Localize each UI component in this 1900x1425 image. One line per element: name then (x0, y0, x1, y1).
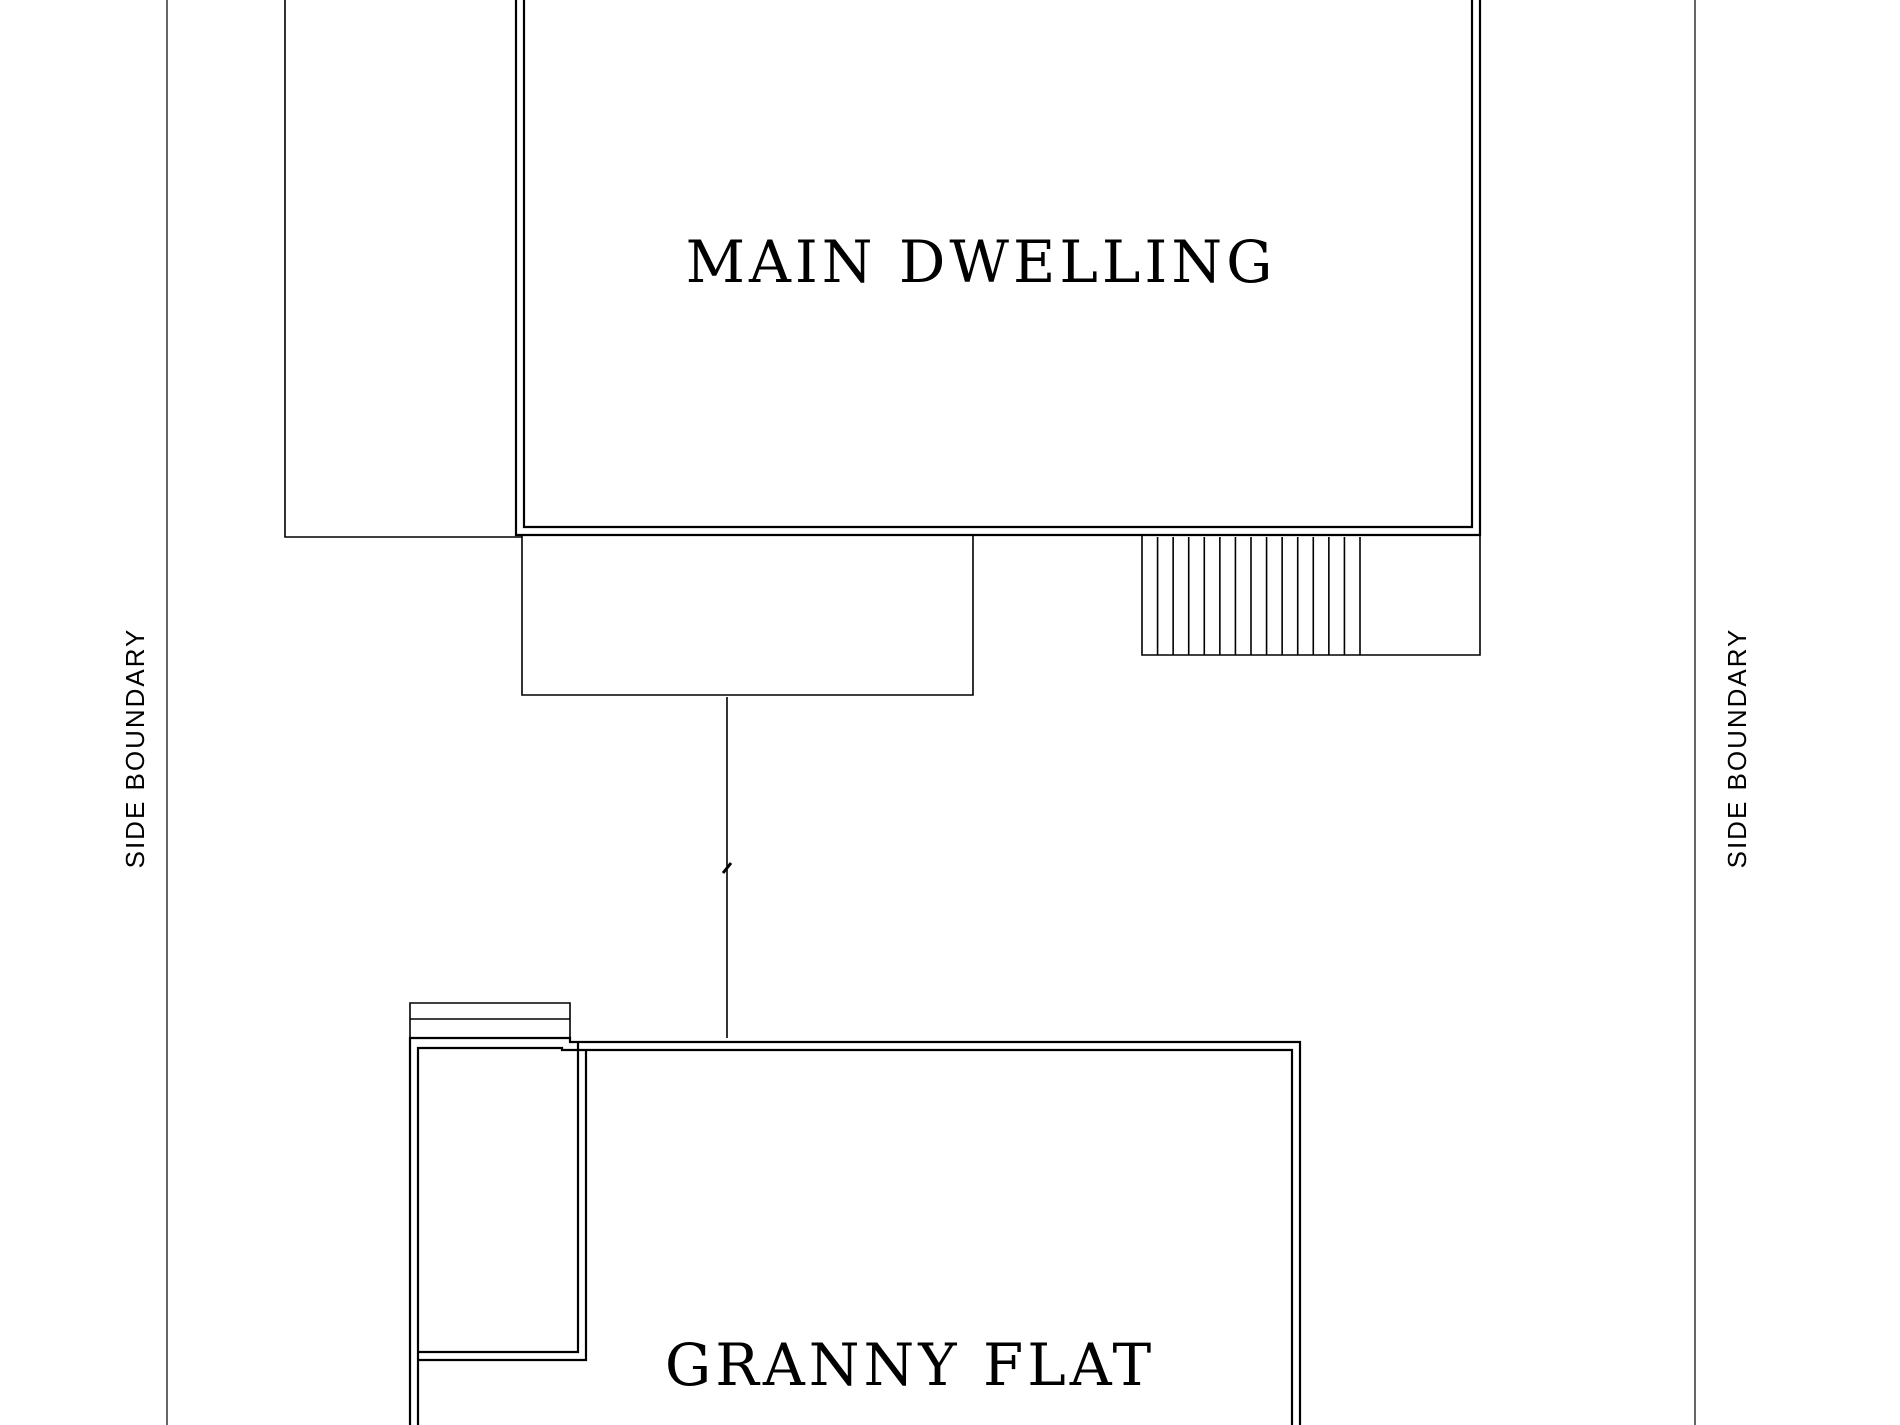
granny-flat-partition-inner (418, 1050, 588, 1362)
side-boundary-left-label: SIDE BOUNDARY (120, 628, 150, 869)
main-dwelling-label: MAIN DWELLING (686, 228, 1277, 296)
granny-flat-inner-wall (416, 1046, 1294, 1425)
rear-deck (1141, 535, 1481, 656)
main-dwelling-inner-wall (522, 0, 1474, 529)
main-dwelling-outer-wall (514, 0, 1482, 537)
main-dwelling-left-wing (284, 0, 522, 538)
side-boundary-right-label: SIDE BOUNDARY (1722, 628, 1752, 869)
service-line (721, 697, 733, 1038)
granny-flat-partition-outer (418, 1042, 580, 1354)
granny-flat-label: GRANNY FLAT (665, 1331, 1155, 1399)
deck-steps (1156, 537, 1361, 655)
rear-porch (521, 535, 974, 696)
granny-flat-outer-wall (408, 1036, 1302, 1425)
granny-flat: GRANNY FLAT (408, 1002, 1302, 1425)
main-dwelling: MAIN DWELLING (284, 0, 1482, 696)
service-line-tick (721, 862, 733, 874)
granny-flat-overhang (409, 1002, 571, 1038)
